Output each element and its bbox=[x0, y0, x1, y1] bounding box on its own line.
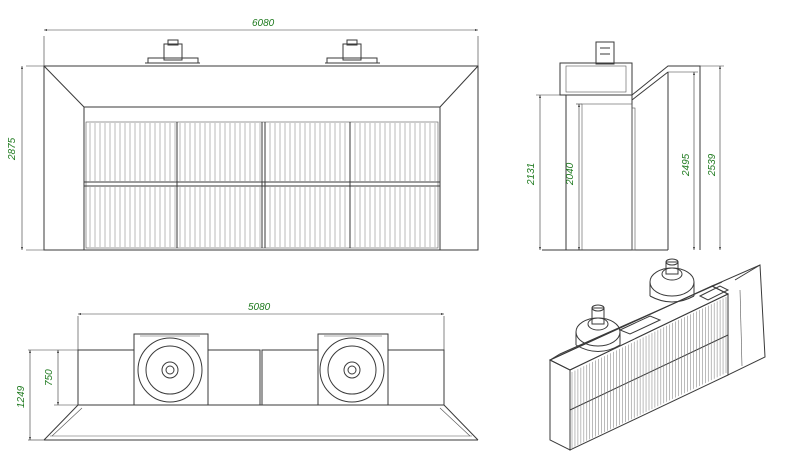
front-width-label: 6080 bbox=[252, 18, 275, 29]
top-box-2 bbox=[207, 349, 261, 406]
side-fan-housing bbox=[559, 62, 633, 96]
front-filter-panel bbox=[83, 106, 441, 251]
front-fan-right bbox=[320, 39, 388, 67]
side-dimension-2131: 2131 bbox=[526, 94, 566, 250]
side-dimension-2495: 2495 bbox=[668, 71, 698, 250]
top-box-3 bbox=[261, 349, 319, 406]
side-dimension-2040: 2040 bbox=[565, 103, 582, 250]
front-height-label: 2875 bbox=[7, 137, 18, 161]
top-depth-label: 1249 bbox=[16, 385, 27, 408]
iso-fan-left bbox=[575, 304, 621, 352]
top-fan-left bbox=[133, 333, 209, 406]
side-label-2539: 2539 bbox=[707, 153, 718, 177]
isometric-view bbox=[548, 258, 766, 451]
front-view: 6080 2875 bbox=[7, 18, 479, 251]
front-outer-frame bbox=[43, 65, 479, 251]
front-fan-left bbox=[138, 39, 208, 67]
front-slats bbox=[89, 123, 436, 247]
top-unit-depth-dimension: 750 bbox=[44, 350, 78, 406]
top-box-4 bbox=[387, 349, 445, 406]
side-label-2131: 2131 bbox=[526, 163, 537, 186]
side-label-2040: 2040 bbox=[565, 162, 576, 186]
top-view: 5080 1249 750 bbox=[16, 302, 479, 441]
top-width-dimension: 5080 bbox=[77, 302, 445, 350]
front-width-dimension: 6080 bbox=[43, 18, 479, 66]
side-dimension-2539: 2539 bbox=[700, 65, 724, 250]
side-label-2495: 2495 bbox=[681, 153, 692, 177]
top-unit-depth-label: 750 bbox=[44, 369, 55, 386]
iso-back-wall bbox=[710, 264, 766, 376]
top-depth-dimension: 1249 bbox=[16, 349, 78, 441]
side-view: 2131 2040 2495 2539 bbox=[526, 41, 724, 251]
iso-slats bbox=[571, 297, 727, 448]
top-width-label: 5080 bbox=[248, 302, 271, 313]
front-height-dimension: 2875 bbox=[7, 65, 46, 251]
top-fan-right bbox=[317, 333, 389, 406]
side-fan-motor bbox=[595, 41, 615, 65]
iso-fan-right bbox=[649, 258, 695, 303]
top-box-1 bbox=[77, 349, 135, 406]
